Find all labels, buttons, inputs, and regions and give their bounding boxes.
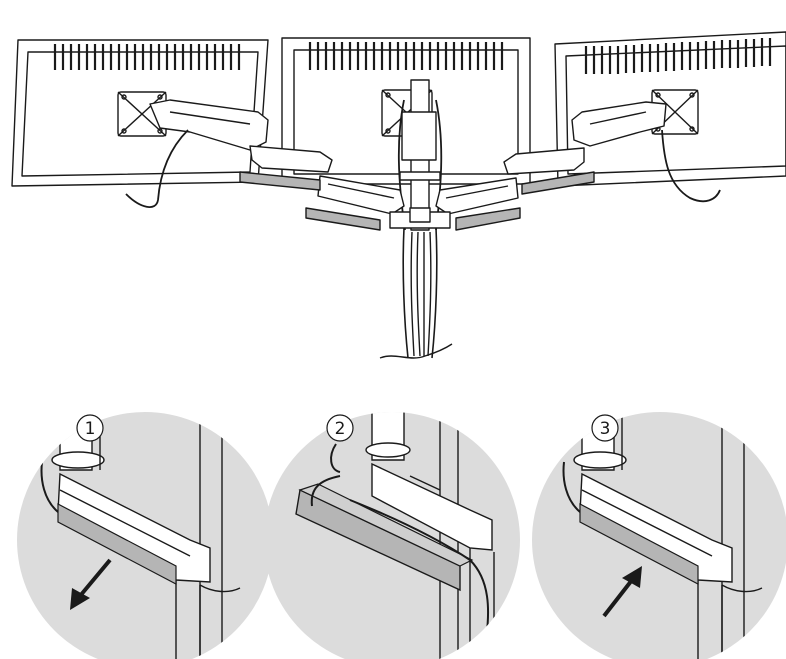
step-1-panel: 1 [17,412,273,659]
left-monitor-vents [53,44,241,70]
step-2-removed-cover [295,443,490,641]
step-3-cover-strip [579,503,699,585]
base-collar [379,207,453,359]
cover-strips [239,171,595,231]
center-pole [397,79,443,231]
step-2-panel: 2 [264,412,520,659]
center-monitor-vents [308,42,504,70]
left-arm [249,145,405,215]
step-3-arrow-icon [602,566,642,618]
right-monitor [554,31,786,203]
step-2-number: 2 [335,419,346,439]
step-1-cover-strip [57,503,177,585]
step-1-arrow-icon [70,558,112,610]
left-monitor [11,39,269,208]
triple-monitor-assembly [11,31,786,359]
desk-surface-line [379,343,453,359]
step-3-number: 3 [600,419,611,439]
right-arm [435,147,585,215]
step-3-panel: 3 [532,412,786,659]
step-1-number: 1 [85,419,96,439]
right-monitor-vents [584,38,772,74]
